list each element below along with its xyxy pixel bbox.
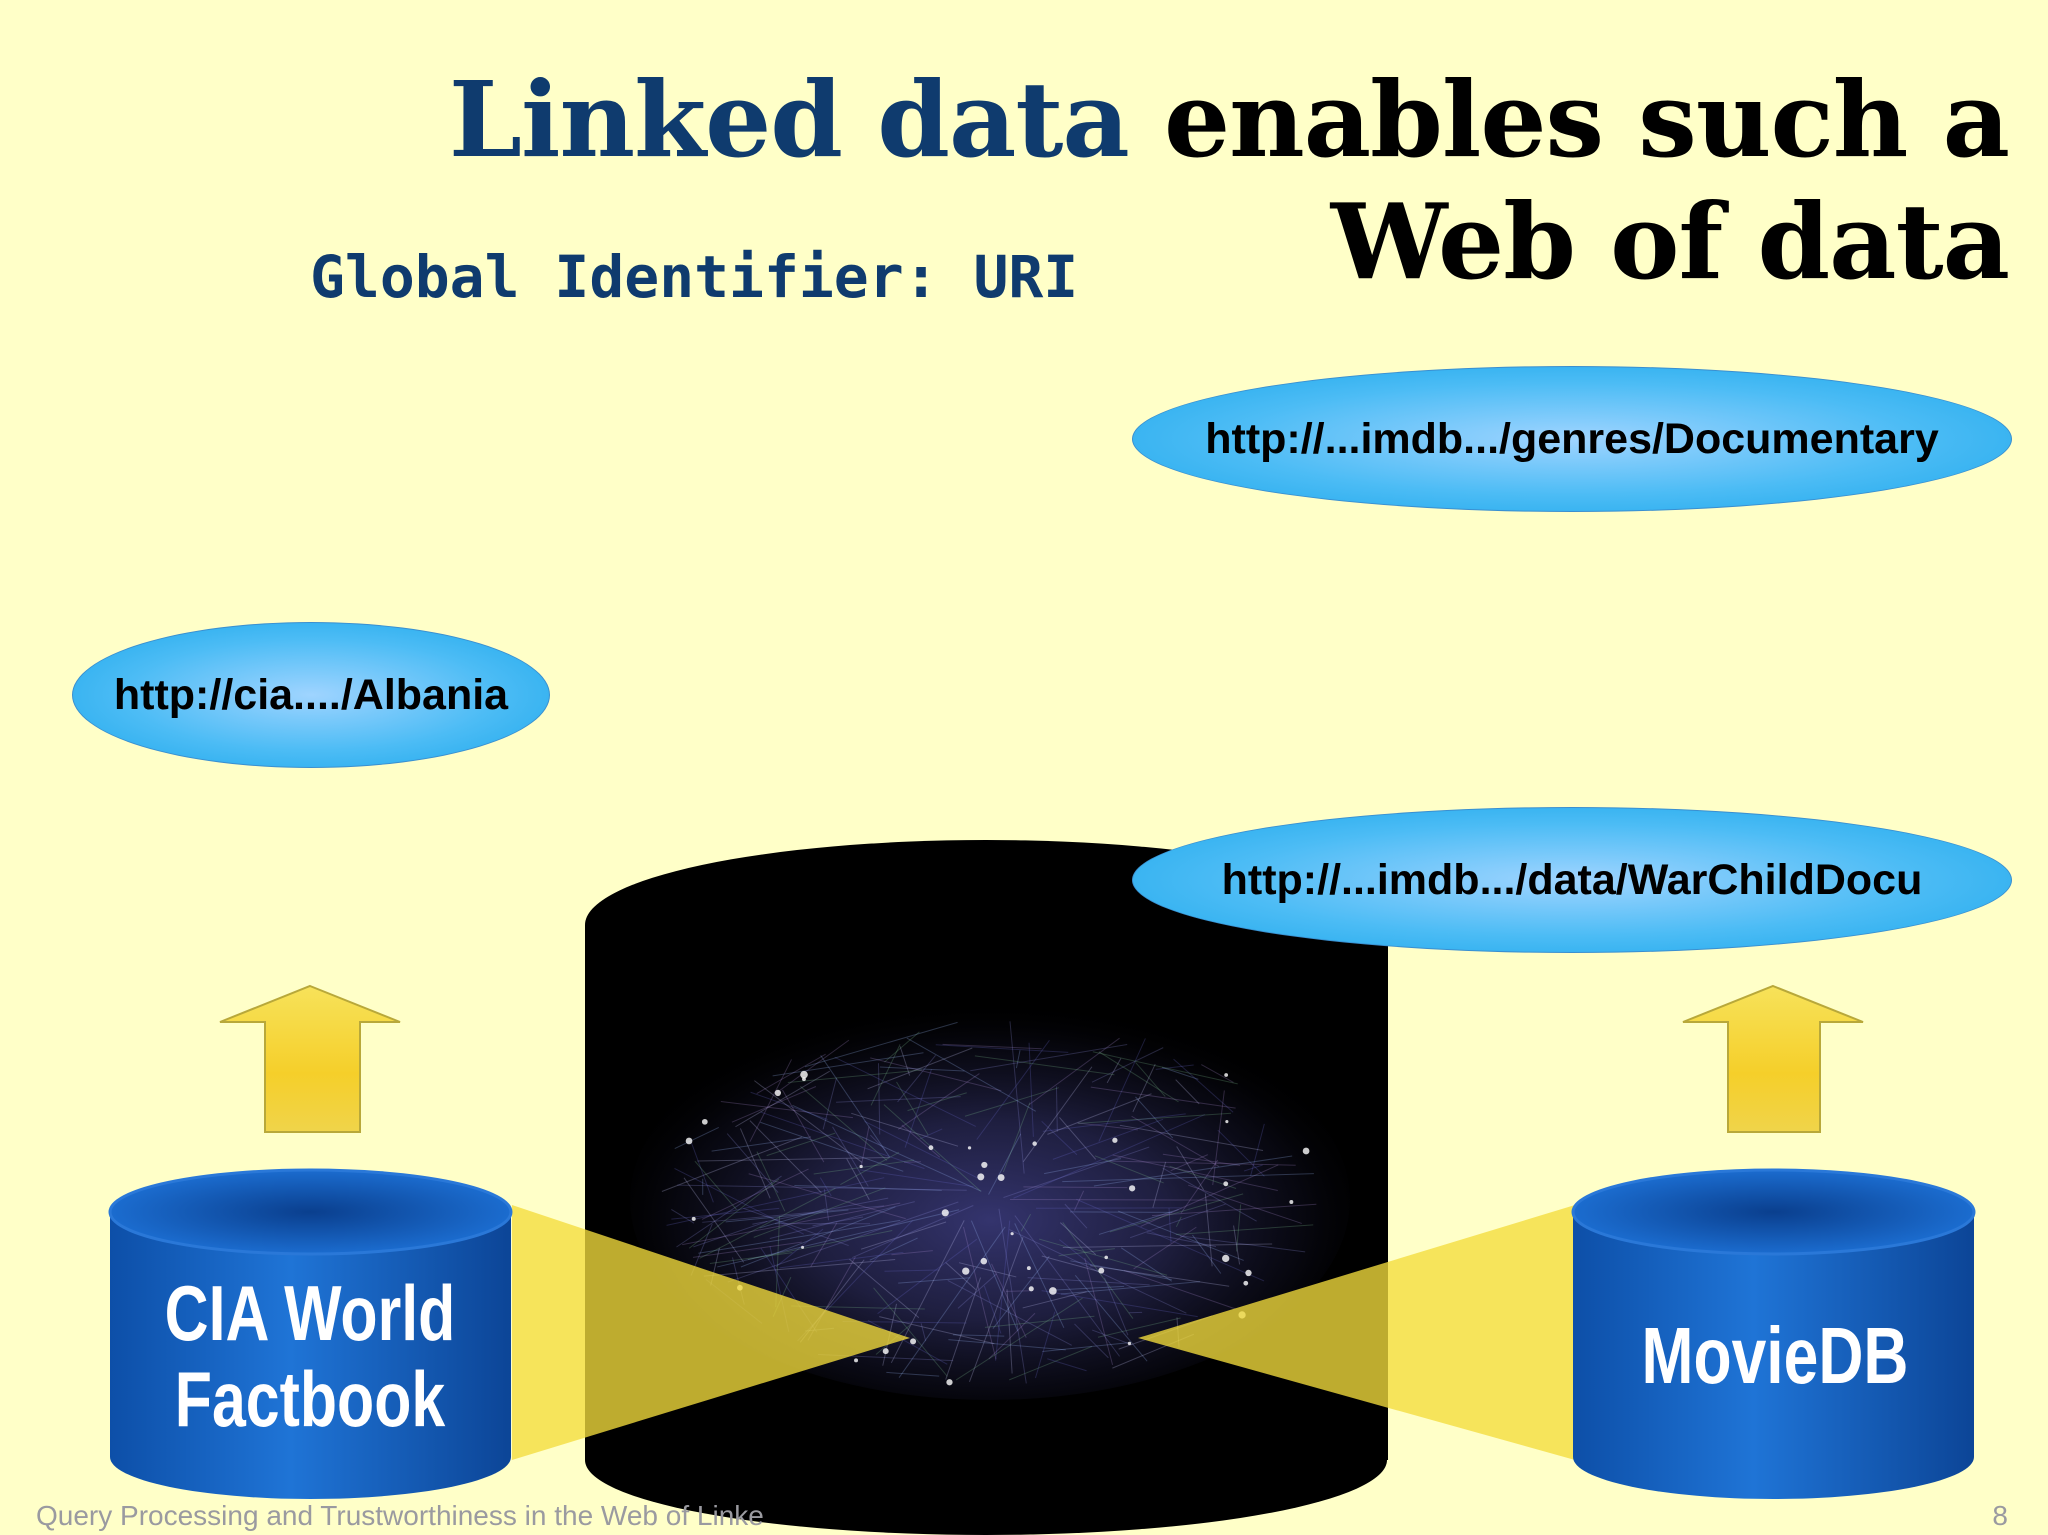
slide-subtitle: Global Identifier: URI [310,244,1078,310]
network-node [981,1162,987,1168]
cia-label-line2: Factbook [138,1356,481,1442]
slide-title-line2: Web of data [1331,182,2009,302]
moviedb-database-label: MovieDB [1611,1313,1939,1399]
uri-bubble-albania: http://cia..../Albania [72,622,550,768]
network-node [883,1348,889,1354]
network-node [946,1379,952,1385]
slide-title: Linked data enables such a [449,60,2009,180]
network-node [702,1119,708,1125]
network-node [859,1165,862,1168]
network-node [910,1338,916,1344]
network-node [775,1090,781,1096]
network-node [802,1077,806,1081]
network-node [1223,1181,1228,1186]
page-number: 8 [1992,1500,2008,1532]
network-node [801,1246,804,1249]
network-node [977,1173,984,1180]
network-node [1011,1232,1014,1235]
network-node [1222,1255,1229,1262]
network-node [968,1146,971,1149]
network-node [686,1138,693,1145]
network-node [692,1217,696,1221]
network-node [962,1267,969,1274]
network-node [854,1358,858,1362]
lod-cloud-cylinder [585,840,1388,1535]
network-node [1029,1286,1034,1291]
network-node [1098,1268,1104,1274]
network-node [1104,1256,1108,1260]
network-node [1289,1200,1293,1204]
footer-text: Query Processing and Trustworthiness in … [36,1500,764,1532]
title-rest: enables such a [1129,58,2009,181]
network-node [1225,1120,1228,1123]
network-node [1224,1073,1228,1077]
network-node [1245,1270,1251,1276]
network-node [1112,1138,1117,1143]
network-link [1070,1212,1172,1213]
network-node [942,1209,949,1216]
cia-label-line1: CIA World [138,1270,481,1356]
network-link [1023,1187,1127,1188]
uri-bubble-warchild: http://...imdb.../data/WarChildDocu [1132,807,2012,953]
network-node [1129,1185,1135,1191]
right-up-arrow [1683,986,1863,1132]
network-link [1010,1199,1220,1200]
network-node [1049,1287,1057,1295]
network-node [1303,1148,1310,1155]
network-node [981,1258,987,1264]
title-accent: Linked data [449,58,1129,181]
network-node [1027,1266,1031,1270]
network-node [998,1174,1005,1181]
network-node [1032,1141,1037,1146]
network-link [1006,1291,1032,1292]
network-node [1243,1281,1248,1286]
cia-database-label: CIA World Factbook [138,1270,481,1442]
uri-bubble-documentary: http://...imdb.../genres/Documentary [1132,366,2012,512]
left-up-arrow [220,986,400,1132]
network-node [929,1145,934,1150]
network-node [1128,1342,1131,1345]
